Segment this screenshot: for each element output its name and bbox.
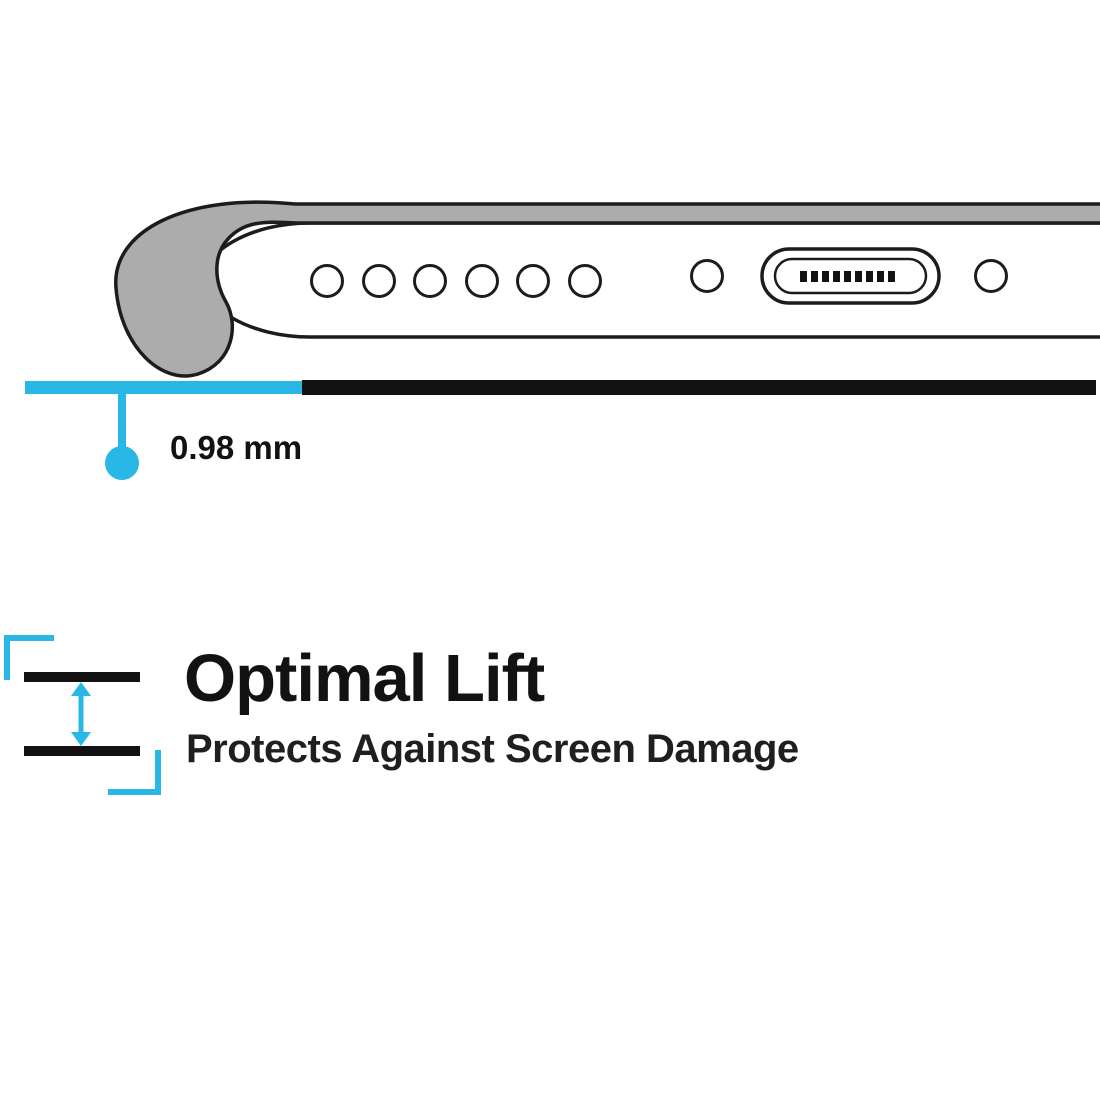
speaker-hole-icon [310, 264, 344, 298]
lift-gap-icon [4, 635, 161, 795]
vertical-double-arrow-icon [71, 682, 91, 746]
screw-hole-right-icon [974, 259, 1008, 293]
case-bumper-shape [114, 200, 1100, 378]
bracket-bottom-right-icon [108, 750, 161, 795]
charging-port-pins [800, 271, 895, 282]
charging-port-icon [760, 247, 941, 305]
feature-title: Optimal Lift [184, 641, 545, 716]
bracket-top-left-icon [4, 635, 54, 680]
speaker-holes [310, 264, 602, 298]
speaker-hole-icon [362, 264, 396, 298]
speaker-hole-icon [465, 264, 499, 298]
screw-hole-left-icon [690, 259, 724, 293]
measurement-pointer-dot-icon [105, 446, 139, 480]
phone-bottom-edge-illustration [25, 200, 1100, 480]
lower-plate-bar [24, 746, 140, 756]
surface-line-black-segment [302, 380, 1096, 395]
speaker-hole-icon [516, 264, 550, 298]
lift-measurement-value: 0.98 mm [170, 429, 303, 466]
surface-line-cyan-segment [25, 381, 302, 394]
speaker-hole-icon [413, 264, 447, 298]
speaker-hole-icon [568, 264, 602, 298]
feature-subtitle: Protects Against Screen Damage [186, 727, 799, 771]
upper-plate-bar [24, 672, 140, 682]
